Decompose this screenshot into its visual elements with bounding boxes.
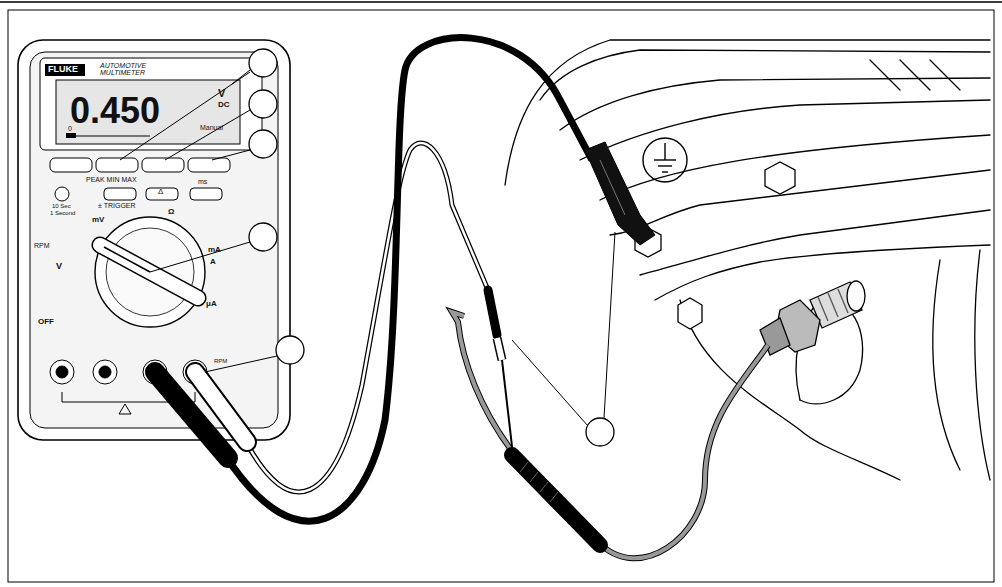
button-label: PEAK MIN MAX xyxy=(86,176,137,183)
dial-label: OFF xyxy=(38,318,54,326)
display-unit: V xyxy=(218,88,225,100)
dial-label: A xyxy=(210,258,216,266)
display-unit: DC xyxy=(218,101,230,109)
button-label: 10 Sec xyxy=(52,203,71,209)
button-label: ± TRIGGER xyxy=(98,202,136,209)
dial-label: mV xyxy=(92,216,104,224)
display-mode: Manual xyxy=(200,124,223,131)
brand-name: FLUKE xyxy=(48,65,78,74)
dial-label: Ω xyxy=(168,208,174,216)
button-label: 1 Second xyxy=(50,210,75,216)
dial-label: mA xyxy=(208,246,221,254)
model-name: AUTOMOTIVE MULTIMETER xyxy=(100,62,170,77)
dial-label: V xyxy=(56,262,62,271)
dial-label: μA xyxy=(206,300,217,308)
bargraph-scale: 0 xyxy=(68,125,72,132)
dial-label: RPM xyxy=(34,242,50,249)
button-label: Δ xyxy=(158,188,163,196)
display-reading: 0.450 xyxy=(70,92,160,130)
button-label: ms xyxy=(198,178,207,185)
jack-label: RPM xyxy=(214,358,227,364)
